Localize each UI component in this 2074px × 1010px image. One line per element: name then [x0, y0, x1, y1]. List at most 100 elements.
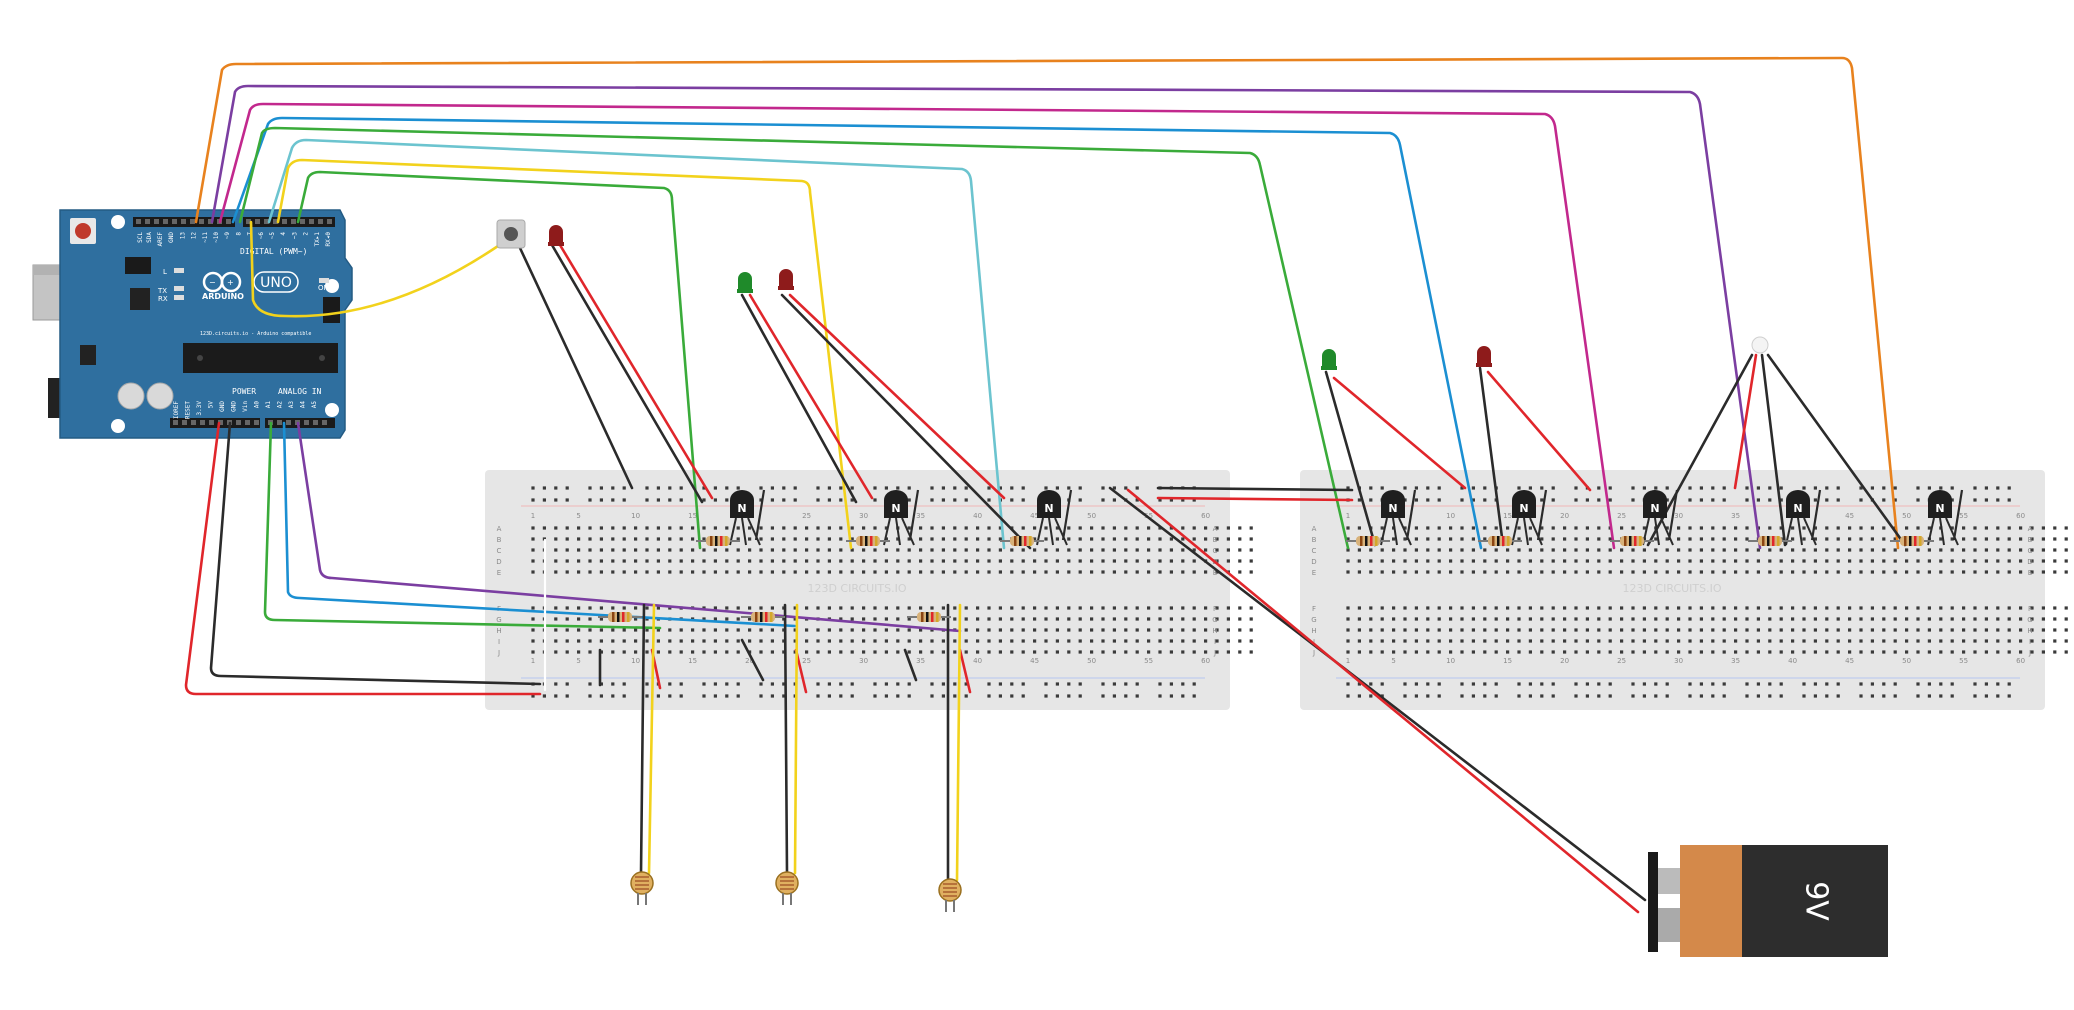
terminal-hole: [1916, 526, 1920, 530]
terminal-hole: [1631, 548, 1635, 552]
terminal-hole: [1437, 548, 1441, 552]
terminal-hole: [1021, 639, 1025, 643]
terminal-hole: [759, 559, 763, 563]
terminal-hole: [2053, 559, 2057, 563]
terminal-hole: [565, 548, 569, 552]
terminal-hole: [1734, 650, 1738, 654]
terminal-hole: [2019, 617, 2023, 621]
terminal-hole: [1813, 570, 1817, 574]
rail-hole: [1870, 694, 1874, 698]
terminal-hole: [2053, 617, 2057, 621]
terminal-hole: [1950, 559, 1954, 563]
terminal-hole: [2007, 526, 2011, 530]
terminal-hole: [1734, 526, 1738, 530]
rail-hole: [816, 694, 820, 698]
terminal-hole: [907, 628, 911, 632]
row-letter: B: [1312, 536, 1317, 544]
terminal-hole: [884, 548, 888, 552]
pin-label: A4: [300, 401, 307, 409]
terminal-hole: [805, 526, 809, 530]
pin-label: ~9: [224, 232, 231, 240]
terminal-hole: [736, 570, 740, 574]
terminal-hole: [998, 526, 1002, 530]
terminal-hole: [656, 650, 660, 654]
wire-magenta: [218, 102, 1616, 550]
terminal-hole: [1506, 606, 1510, 610]
terminal-hole: [1169, 526, 1173, 530]
terminal-hole: [1437, 650, 1441, 654]
rail-hole: [953, 694, 957, 698]
terminal-hole: [1893, 617, 1897, 621]
terminal-hole: [1836, 606, 1840, 610]
terminal-hole: [2019, 559, 2023, 563]
rail-hole: [1779, 682, 1783, 686]
terminal-hole: [1403, 617, 1407, 621]
terminal-hole: [1033, 606, 1037, 610]
rail-hole: [554, 682, 558, 686]
terminal-hole: [702, 628, 706, 632]
pin-label: 8: [235, 232, 242, 236]
terminal-hole: [1010, 650, 1014, 654]
terminal-hole: [1882, 548, 1886, 552]
rail-hole: [565, 498, 569, 502]
terminal-hole: [577, 639, 581, 643]
terminal-hole: [656, 526, 660, 530]
terminal-hole: [702, 559, 706, 563]
terminal-hole: [1654, 639, 1658, 643]
terminal-hole: [1055, 537, 1059, 541]
terminal-hole: [1813, 606, 1817, 610]
terminal-hole: [1916, 548, 1920, 552]
terminal-hole: [976, 548, 980, 552]
terminal-hole: [793, 606, 797, 610]
terminal-hole: [1688, 639, 1692, 643]
rail-hole: [793, 486, 797, 490]
terminal-hole: [531, 628, 535, 632]
tx-label: TX: [157, 287, 167, 295]
push-button[interactable]: [496, 219, 526, 249]
terminal-hole: [884, 537, 888, 541]
terminal-hole: [1506, 639, 1510, 643]
row-letter: G: [496, 616, 501, 624]
rail-hole: [1870, 486, 1874, 490]
terminal-hole: [884, 606, 888, 610]
terminal-hole: [873, 639, 877, 643]
terminal-hole: [1090, 570, 1094, 574]
wire-red-5v: [184, 421, 542, 696]
column-number: 25: [802, 512, 811, 520]
terminal-hole: [2030, 559, 2034, 563]
photoresistor: [630, 871, 654, 905]
row-letter: F: [1312, 605, 1316, 613]
terminal-hole: [907, 606, 911, 610]
terminal-hole: [1836, 559, 1840, 563]
rail-hole: [1973, 486, 1977, 490]
wire-led3-black: [780, 293, 1032, 550]
rail-hole: [1597, 498, 1601, 502]
rail-hole: [1055, 486, 1059, 490]
terminal-hole: [1067, 628, 1071, 632]
terminal-hole: [1563, 570, 1567, 574]
terminal-hole: [713, 559, 717, 563]
terminal-hole: [1905, 639, 1909, 643]
terminal-hole: [1563, 537, 1567, 541]
terminal-hole: [1346, 606, 1350, 610]
terminal-hole: [1226, 548, 1230, 552]
terminal-hole: [1135, 570, 1139, 574]
terminal-hole: [1608, 559, 1612, 563]
rail-hole: [1528, 682, 1532, 686]
terminal-hole: [2064, 548, 2068, 552]
terminal-hole: [1135, 526, 1139, 530]
rail-hole: [1631, 498, 1635, 502]
terminal-hole: [1112, 559, 1116, 563]
reset-button[interactable]: [75, 223, 91, 239]
terminal-hole: [1078, 628, 1082, 632]
terminal-hole: [1939, 628, 1943, 632]
terminal-hole: [1540, 559, 1544, 563]
rail-hole: [1870, 682, 1874, 686]
terminal-hole: [1962, 548, 1966, 552]
terminal-hole: [1893, 548, 1897, 552]
terminal-hole: [1756, 548, 1760, 552]
terminal-hole: [1973, 606, 1977, 610]
terminal-hole: [1836, 628, 1840, 632]
terminal-hole: [1563, 606, 1567, 610]
terminal-hole: [1745, 559, 1749, 563]
